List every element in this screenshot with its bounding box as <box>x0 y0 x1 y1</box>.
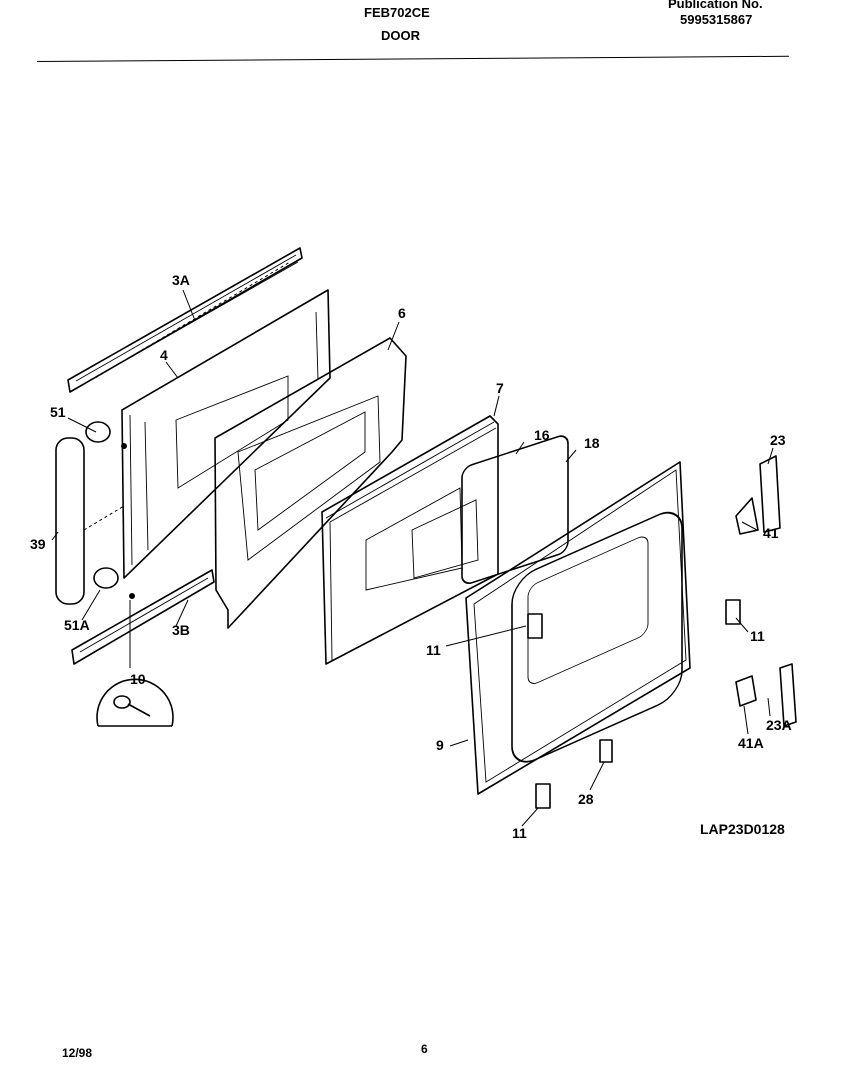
callout-9: 9 <box>436 737 444 753</box>
section-title: DOOR <box>381 28 420 43</box>
leader-lines <box>51 289 774 827</box>
part-3b-bottom-trim <box>71 569 215 665</box>
callout-11-b: 11 <box>750 628 765 644</box>
page-number: 6 <box>421 1042 428 1056</box>
callout-7: 7 <box>496 380 504 396</box>
model-number: FEB702CE <box>364 5 430 20</box>
drawing-code: LAP23D0128 <box>700 821 785 837</box>
part-6-insulation <box>214 337 407 629</box>
part-10-screw-detail <box>96 600 174 727</box>
part-11-receptacle-c <box>535 783 551 809</box>
callout-51a: 51A <box>64 617 90 633</box>
callout-11-a: 11 <box>426 642 441 658</box>
part-3a-top-trim <box>67 247 303 393</box>
part-28-clip <box>599 739 613 763</box>
callout-10: 10 <box>130 671 146 687</box>
part-18-window-frame <box>461 435 569 584</box>
part-11-receptacle-a <box>527 613 543 639</box>
callout-16: 16 <box>534 427 550 443</box>
part-51-handle-cap <box>85 421 127 449</box>
callout-39: 39 <box>30 536 46 552</box>
callout-3a: 3A <box>172 272 190 288</box>
publication-number: 5995315867 <box>680 12 753 27</box>
callout-11-c: 11 <box>512 825 527 841</box>
callout-18: 18 <box>584 435 600 451</box>
callout-23: 23 <box>770 432 786 448</box>
part-39-handle <box>55 437 125 605</box>
part-7-glass-pack <box>321 415 499 665</box>
callout-28: 28 <box>578 791 594 807</box>
callout-4: 4 <box>160 347 168 363</box>
callout-6: 6 <box>398 305 406 321</box>
callout-3b: 3B <box>172 622 190 638</box>
callout-51: 51 <box>50 404 66 420</box>
callout-41a: 41A <box>738 735 764 751</box>
part-23a-hinge-lower <box>735 663 797 727</box>
callout-41: 41 <box>763 525 779 541</box>
part-51a-handle-cap <box>93 567 135 599</box>
part-4-door-liner <box>121 289 331 579</box>
footer-date: 12/98 <box>62 1046 93 1060</box>
part-11-receptacle-b <box>725 599 741 625</box>
callout-23a: 23A <box>766 717 792 733</box>
part-23-hinge-upper <box>735 455 781 535</box>
part-9-outer-door <box>465 461 691 795</box>
publication-label: Publication No. <box>668 0 763 11</box>
